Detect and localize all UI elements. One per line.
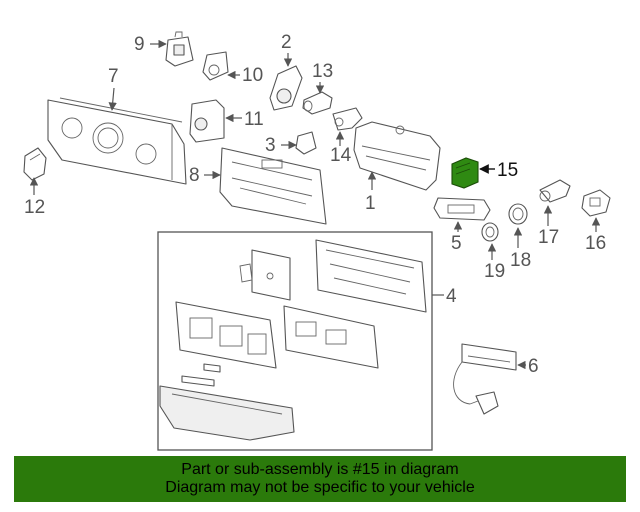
part-18-knob[interactable] — [508, 203, 528, 225]
callout-19: 19 — [484, 261, 505, 282]
callout-10: 10 — [242, 65, 263, 86]
part-7-bezel[interactable] — [47, 97, 187, 185]
part-4-cluster-assembly[interactable] — [157, 231, 433, 451]
part-6-display[interactable] — [453, 343, 517, 415]
parts-diagram: 9 10 2 13 11 7 12 — [23, 31, 611, 451]
callout-6: 6 — [528, 356, 539, 377]
footer-line-1: Part or sub-assembly is #15 in diagram — [181, 461, 459, 478]
callout-13: 13 — [312, 61, 333, 82]
assembly-box — [157, 231, 433, 451]
callout-17: 17 — [538, 227, 559, 248]
callout-1: 1 — [365, 193, 376, 214]
part-16-switch[interactable] — [581, 189, 611, 217]
footer-notice: Part or sub-assembly is #15 in diagram D… — [14, 456, 626, 502]
part-17-lighter[interactable] — [539, 179, 571, 203]
callout-2: 2 — [281, 32, 292, 53]
callout-7: 7 — [108, 66, 119, 87]
part-1-housing[interactable] — [353, 121, 441, 191]
part-15-body[interactable] — [451, 157, 479, 189]
part-10-switch[interactable] — [202, 51, 229, 81]
part-5-bezel[interactable] — [433, 197, 491, 221]
callout-3: 3 — [265, 135, 276, 156]
part-11-sensor[interactable] — [189, 99, 225, 143]
callout-8: 8 — [189, 165, 200, 186]
callout-18: 18 — [510, 250, 531, 271]
part-15-switch-highlighted[interactable] — [451, 157, 479, 189]
part-3-clip[interactable] — [295, 131, 317, 155]
callout-4: 4 — [446, 286, 457, 307]
callout-12: 12 — [24, 197, 45, 218]
callout-16: 16 — [585, 233, 606, 254]
part-2-knob[interactable] — [269, 65, 303, 111]
part-9-switch[interactable] — [165, 31, 194, 67]
callout-9: 9 — [134, 34, 145, 55]
callout-11: 11 — [244, 109, 264, 130]
part-8-control-head[interactable] — [219, 147, 327, 225]
callout-15: 15 — [497, 160, 518, 181]
part-14-socket[interactable] — [332, 107, 363, 131]
callout-14: 14 — [330, 145, 352, 166]
part-13-bulb[interactable] — [302, 91, 333, 115]
part-19-knob[interactable] — [481, 222, 499, 242]
footer-line-2: Diagram may not be specific to your vehi… — [165, 479, 475, 496]
callout-5: 5 — [451, 233, 462, 254]
part-12-knob[interactable] — [23, 147, 47, 181]
